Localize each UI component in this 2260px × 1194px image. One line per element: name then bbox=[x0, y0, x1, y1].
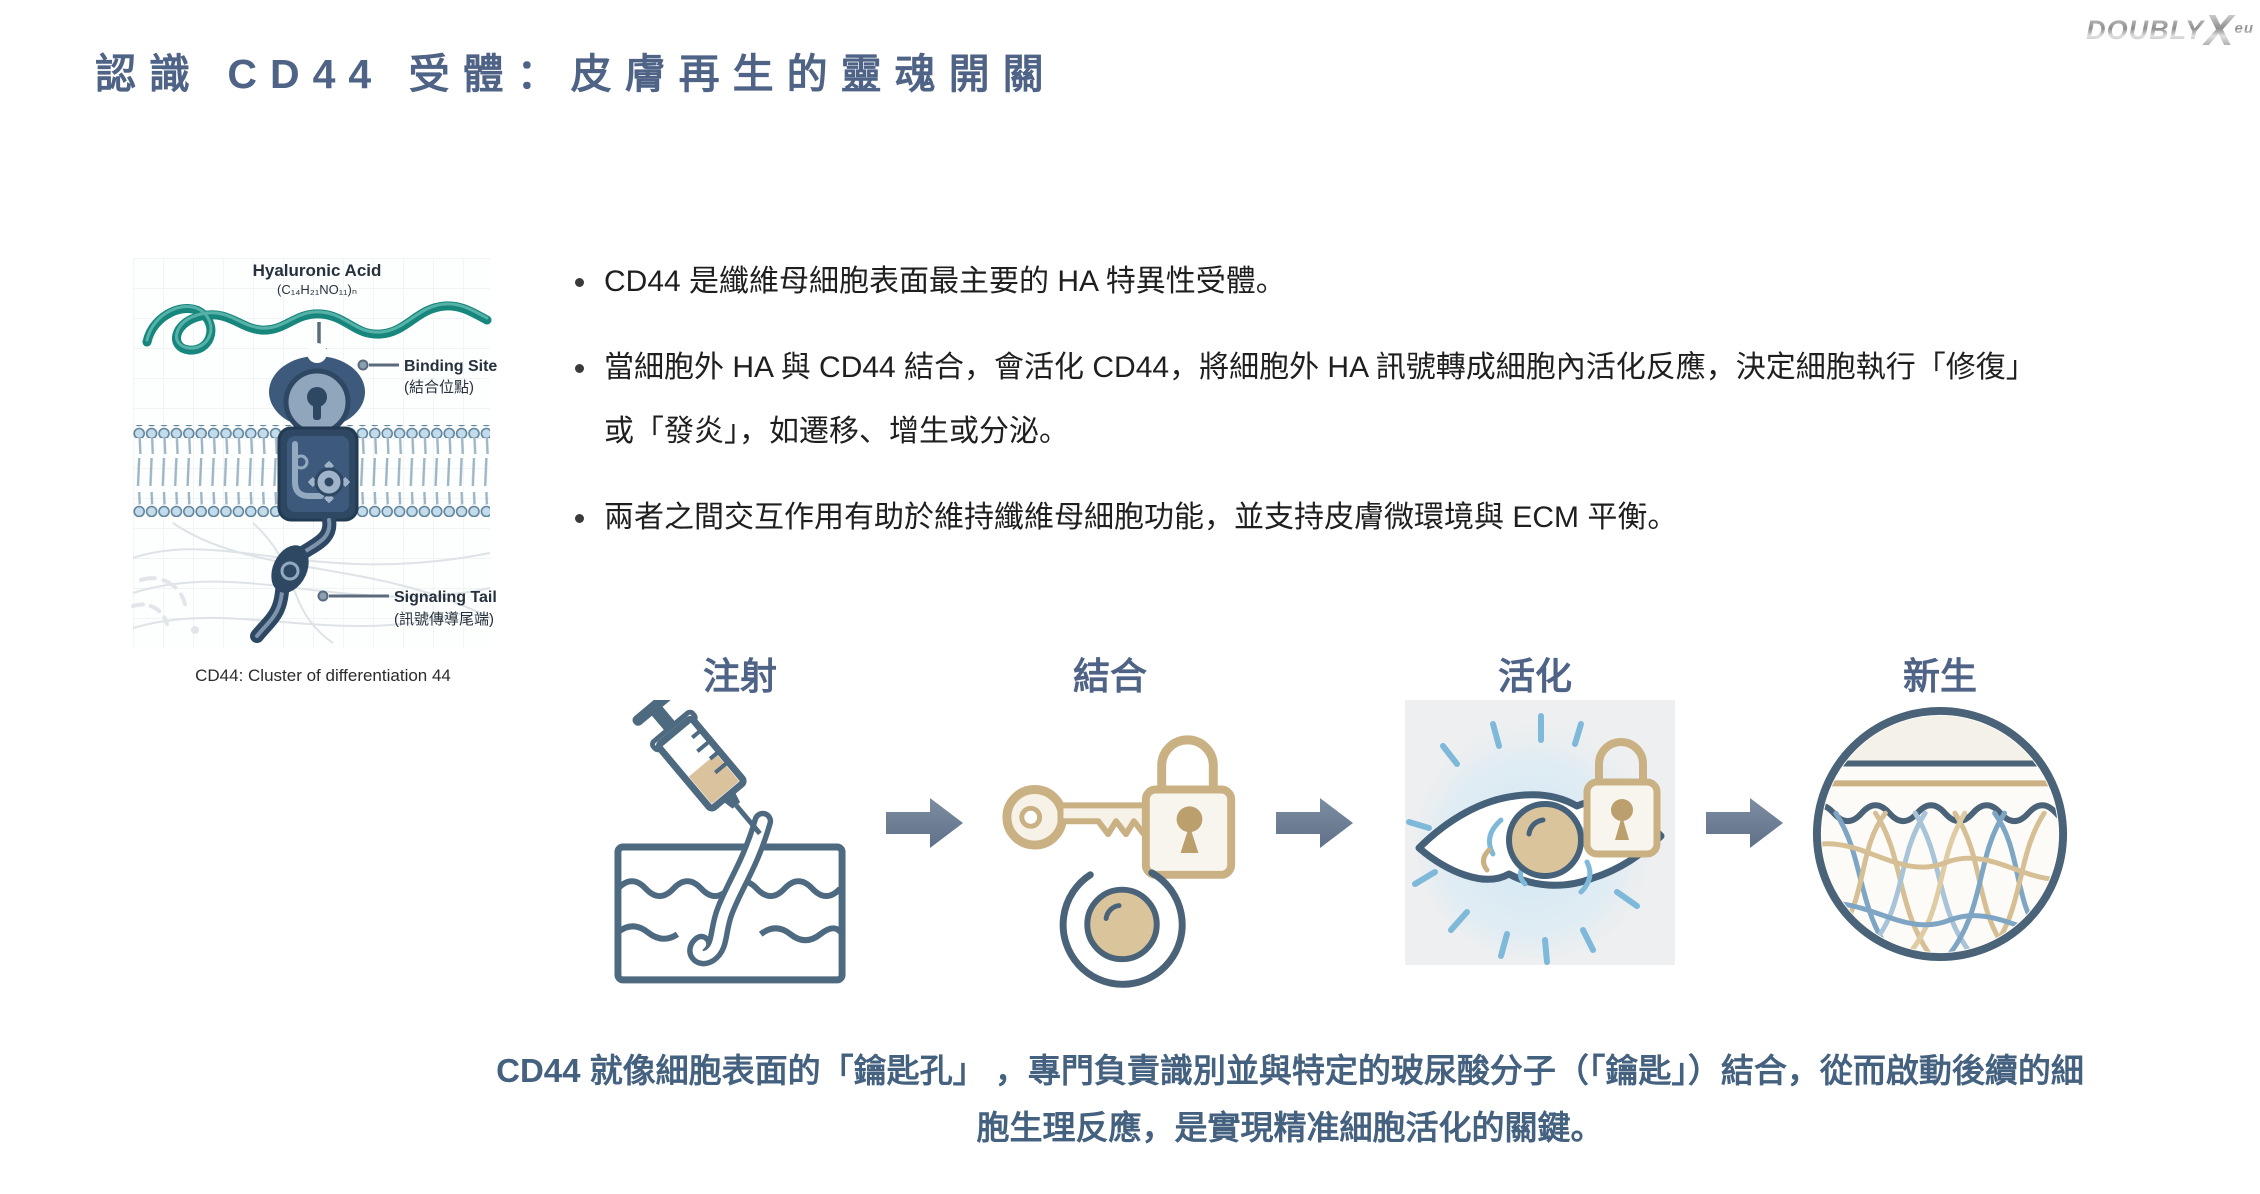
needle-channel bbox=[687, 810, 774, 967]
signaling-tail-callout: Signaling Tail (訊號傳導尾端) bbox=[317, 589, 497, 628]
cell-icon bbox=[1059, 869, 1186, 988]
binding-site-label-zh: (結合位點) bbox=[404, 379, 474, 396]
organelle-sketch bbox=[131, 576, 199, 634]
regeneration-step-icon bbox=[1806, 700, 2074, 973]
activation-rays bbox=[1406, 713, 1640, 965]
lock-icon bbox=[1141, 735, 1236, 879]
bullet-list: CD44 是纖維母細胞表面最主要的 HA 特異性受體。 當細胞外 HA 與 CD… bbox=[575, 250, 2043, 572]
collagen-circle-icon bbox=[1812, 706, 2068, 962]
bullet-text: 當細胞外 HA 與 CD44 結合，會活化 CD44，將細胞外 HA 訊號轉成細… bbox=[604, 351, 2036, 448]
injection-step-icon bbox=[612, 688, 850, 993]
binding-site-label-en: Binding Site bbox=[404, 358, 497, 375]
list-item: CD44 是纖維母細胞表面最主要的 HA 特異性受體。 bbox=[575, 250, 2043, 314]
syringe-icon bbox=[632, 688, 762, 836]
brand-logo-suffix: eu bbox=[2234, 20, 2254, 37]
figure-caption: CD44: Cluster of differentiation 44 bbox=[195, 666, 451, 685]
step-label-activation: 活化 bbox=[1498, 656, 1572, 697]
bullet-dot bbox=[575, 514, 584, 523]
ha-formula: (C₁₄H₂₁NO₁₁)ₙ bbox=[277, 282, 357, 297]
bullet-text: CD44 是纖維母細胞表面最主要的 HA 特異性受體。 bbox=[604, 265, 1286, 298]
bullet-text: 兩者之間交互作用有助於維持纖維母細胞功能，並支持皮膚微環境與 ECM 平衡。 bbox=[604, 501, 1678, 534]
list-item: 當細胞外 HA 與 CD44 結合，會活化 CD44，將細胞外 HA 訊號轉成細… bbox=[575, 336, 2043, 464]
process-arrow-icon bbox=[1276, 796, 1354, 855]
step-label-regeneration: 新生 bbox=[1903, 656, 1977, 697]
activated-cell-icon bbox=[1415, 791, 1665, 895]
summary-text: CD44 就像細胞表面的「鑰匙孔」 ，專門負責識別並與特定的玻尿酸分子（「鑰匙」… bbox=[496, 1052, 2084, 1146]
step-label-binding: 結合 bbox=[1073, 656, 1147, 697]
gear-icon bbox=[293, 454, 351, 504]
syringe-skin-icon bbox=[614, 688, 846, 984]
ha-label: Hyaluronic Acid bbox=[253, 261, 382, 280]
bullet-dot bbox=[575, 364, 584, 373]
binding-site-callout: Binding Site (結合位點) bbox=[357, 358, 497, 396]
binding-step-icon bbox=[995, 702, 1253, 1005]
signaling-tail-label-en: Signaling Tail bbox=[394, 589, 497, 606]
lock-icon bbox=[1583, 738, 1661, 858]
bullet-dot bbox=[575, 278, 584, 287]
process-arrow-icon bbox=[1706, 796, 1784, 855]
hyaluronic-acid-ribbon bbox=[142, 301, 492, 355]
brand-logo-x-icon: X bbox=[2204, 6, 2235, 55]
signaling-tail-label-zh: (訊號傳導尾端) bbox=[394, 611, 494, 628]
brand-logo-text: DOUBLY bbox=[2086, 15, 2205, 45]
activation-step-icon bbox=[1405, 700, 1675, 970]
process-arrow-icon bbox=[886, 796, 964, 855]
step-label-injection: 注射 bbox=[703, 656, 777, 697]
list-item: 兩者之間交互作用有助於維持纖維母細胞功能，並支持皮膚微環境與 ECM 平衡。 bbox=[575, 486, 2043, 550]
brand-logo: DOUBLYXeu bbox=[2086, 6, 2254, 56]
cd44-receptor-icon bbox=[250, 343, 365, 643]
page-title: 認識 CD44 受體：皮膚再生的靈魂開關 bbox=[95, 51, 1057, 97]
cd44-membrane-figure: Hyaluronic Acid (C₁₄H₂₁NO₁₁)ₙ bbox=[131, 258, 497, 648]
membrane-diagram-icon: Hyaluronic Acid (C₁₄H₂₁NO₁₁)ₙ bbox=[131, 258, 497, 648]
